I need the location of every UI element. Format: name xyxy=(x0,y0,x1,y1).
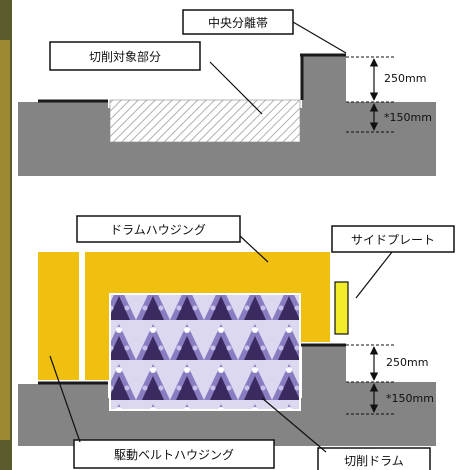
dim-label-lower: *150mm xyxy=(386,392,434,405)
leader-target xyxy=(209,61,263,115)
cut-target-area xyxy=(109,99,301,143)
leader-belt-housing xyxy=(49,355,81,443)
label-box-target xyxy=(49,41,201,71)
label-box-side-plate xyxy=(331,225,455,253)
dim-label-lower: *150mm xyxy=(384,111,432,124)
label-belt-housing: 駆動ベルトハウジング xyxy=(114,448,234,462)
side-plate xyxy=(334,281,349,335)
leader-housing xyxy=(239,235,269,263)
label-median: 中央分離帯 xyxy=(208,15,268,30)
label-box-belt-housing xyxy=(73,439,275,469)
leader-median xyxy=(292,21,347,54)
road-cross-section xyxy=(18,345,436,446)
cutting-drum-image xyxy=(109,293,301,411)
leader-side-plate xyxy=(355,251,393,299)
label-housing: ドラムハウジング xyxy=(110,223,206,237)
label-side-plate: サイドプレート xyxy=(351,233,435,247)
dim-label-upper: 250mm xyxy=(384,72,426,85)
photo-edge-highlight xyxy=(0,40,10,440)
label-drum: 切削ドラム xyxy=(344,454,404,468)
drum-housing xyxy=(85,252,330,380)
bottom-diagram: 250mm *150mm ドラムハウジング サイドプレート 駆動ベルトハウジング… xyxy=(18,215,455,470)
label-box-drum xyxy=(317,447,431,470)
leader-drum xyxy=(261,397,327,453)
dim-label-upper: 250mm xyxy=(386,356,428,369)
label-target: 切削対象部分 xyxy=(89,49,161,64)
belt-housing xyxy=(38,252,79,380)
label-box-housing xyxy=(76,215,241,243)
top-diagram: 250mm *150mm 中央分離帯 切削対象部分 xyxy=(18,9,436,176)
